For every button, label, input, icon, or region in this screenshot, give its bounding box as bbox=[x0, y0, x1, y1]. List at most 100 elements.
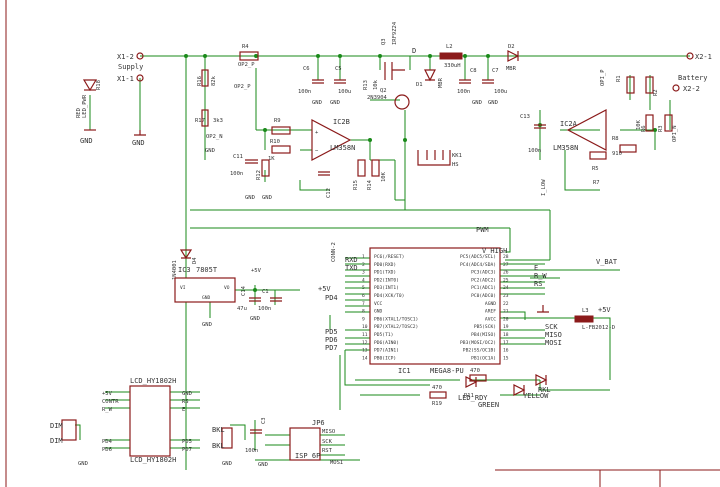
terminal-x2-2 bbox=[672, 84, 680, 92]
label-rkl: RKL bbox=[538, 386, 551, 394]
label-ic1-val: MEGA8-PU bbox=[430, 367, 464, 375]
input-divider: R16 82k R17 3k3 OP2_N GND bbox=[195, 69, 223, 154]
label-l3-val: L-FB2012-D bbox=[582, 325, 615, 331]
label-r13: R13 bbox=[363, 80, 369, 90]
gnd-c11: GND bbox=[245, 195, 255, 201]
label-ic1: IC1 bbox=[398, 367, 411, 375]
ic1-pin-name: PD5(T1) bbox=[374, 332, 393, 338]
status-leds: R19 470 LED_RDY GREEN 470 R11 YELLOW RKL bbox=[429, 368, 551, 409]
gnd-c7: GND bbox=[488, 100, 498, 106]
label-yellow: YELLOW bbox=[523, 392, 549, 400]
net-conn2: CONN-2 bbox=[331, 242, 337, 262]
net-pd6: PD6 bbox=[325, 336, 338, 344]
caps-c8-c7: C8 100n C7 100u GND GND bbox=[457, 68, 507, 106]
label-supply: Supply bbox=[118, 63, 143, 71]
gnd-x1: GND bbox=[132, 139, 145, 147]
label-r19: R19 bbox=[432, 401, 442, 407]
label-c1: C1 bbox=[262, 289, 269, 295]
label-lm358n-b: LM358N bbox=[553, 144, 578, 152]
isp-rst: RST bbox=[322, 448, 333, 454]
label-jp6: JP6 bbox=[312, 419, 325, 427]
label-r9: R9 bbox=[274, 118, 281, 124]
ic1-pin-name: VCC bbox=[374, 301, 383, 307]
ic1-pin-number: 8 bbox=[362, 309, 365, 315]
label-led-pwr: LED_PWR bbox=[82, 94, 88, 118]
potentiometer-r4: R4 OP2_P OP2_P bbox=[234, 44, 259, 90]
ic1-pin-number: 17 bbox=[503, 340, 509, 346]
ic1-pin-name: PD7(AIN1) bbox=[374, 348, 399, 354]
label-r10: R10 bbox=[270, 139, 280, 145]
terminal-x1-2 bbox=[136, 52, 144, 60]
lcd-pin-rs: RS bbox=[182, 399, 189, 405]
regulator-ic3: IC3 7805T VI VO GND GND bbox=[174, 266, 236, 328]
ic1-pin-number: 2 bbox=[362, 262, 365, 268]
label-r15: R15 bbox=[353, 180, 359, 190]
label-dim-1: DIM bbox=[50, 422, 63, 430]
label-x1-2: X1-2 bbox=[117, 53, 134, 61]
drawing-frame bbox=[5, 0, 720, 487]
gnd-r12: GND bbox=[262, 195, 272, 201]
label-r5: R5 bbox=[592, 166, 599, 172]
isp-header: JP6 ISP_6P MISO SCK RST MOSI C3 100n GND bbox=[245, 417, 343, 468]
label-c12: C12 bbox=[326, 188, 332, 198]
transistor-q2: Q2 2N3904 bbox=[367, 88, 410, 110]
label-opi-n: OPI_N bbox=[672, 125, 678, 142]
label-kk1: KK1 bbox=[452, 153, 462, 159]
opamp-ic2a: IC2A LM358N R5 R7 R8 910 bbox=[553, 109, 637, 186]
lcd-body bbox=[129, 385, 171, 457]
ic1-pin-name: PB2(SS/OC1B) bbox=[463, 348, 496, 354]
bkl-jumper: BKL BKL GND bbox=[212, 426, 233, 467]
label-battery: Battery bbox=[678, 74, 708, 82]
ic1-body bbox=[369, 247, 501, 365]
ic1-pin-name: PB4(MISO) bbox=[471, 332, 496, 338]
label-op2-n: OP2_N bbox=[206, 134, 223, 140]
ic1-pin-name: PC6(/RESET) bbox=[374, 254, 404, 260]
mosfet-q3: Q3 IRF9Z24 R13 10k D bbox=[363, 21, 416, 90]
gnd-bkl: GND bbox=[222, 461, 232, 467]
label-ic2b: IC2B bbox=[333, 118, 350, 126]
label-c1-val: 100n bbox=[258, 306, 271, 312]
ic1-pin-number: 14 bbox=[362, 355, 368, 361]
label-r16: R16 bbox=[197, 76, 203, 86]
connector-x1: X1-2 X1-1 Supply GND bbox=[117, 52, 146, 147]
label-q3: Q3 bbox=[381, 38, 387, 45]
lcd-pin-gnd: GND bbox=[182, 391, 192, 397]
opamp-ic2b: + − IC2B LM358N bbox=[311, 118, 355, 161]
ic1-pin-number: 22 bbox=[503, 301, 509, 307]
label-r13-val: 10k bbox=[373, 79, 379, 90]
ic1-pin-name: PD2(INT0) bbox=[374, 277, 399, 283]
label-r3: R3 bbox=[658, 125, 664, 132]
label-r14-val: 10K bbox=[381, 171, 387, 182]
ic1-pin-number: 15 bbox=[503, 355, 509, 361]
pin-vo: VO bbox=[224, 285, 230, 291]
feedback-network: C12 R15 R14 10K bbox=[318, 159, 387, 198]
ic1-pin-number: 16 bbox=[503, 348, 509, 354]
label-q2-val: 2N3904 bbox=[367, 95, 388, 101]
lcd-pin-pd7: PD7 bbox=[182, 447, 192, 453]
ic1-pin-name: PC4(ADC4/SDA) bbox=[460, 262, 496, 268]
label-hs: HS bbox=[452, 162, 459, 168]
ic1-pin-number: 4 bbox=[362, 277, 365, 283]
label-green: GREEN bbox=[478, 401, 499, 409]
label-ic3-val: 7805T bbox=[196, 266, 218, 274]
ic1-pin-number: 12 bbox=[362, 340, 368, 346]
diode-d4: 1N4001 D4 bbox=[172, 249, 198, 280]
ic1-pin-name: PB3(MOSI/OC2) bbox=[460, 340, 496, 346]
label-d4-val: 1N4001 bbox=[172, 260, 178, 280]
net-rxd: RXD bbox=[345, 256, 358, 264]
ic1-pin-number: 20 bbox=[503, 316, 509, 322]
label-r10-val: 1K bbox=[268, 156, 275, 162]
label-r11-val: 470 bbox=[470, 368, 480, 374]
label-isp: ISP_6P bbox=[295, 452, 320, 460]
gnd-isp: GND bbox=[258, 462, 268, 468]
label-c13: C13 bbox=[520, 114, 530, 120]
label-lcd-bottom: LCD_HY1802H bbox=[130, 456, 176, 464]
power-led: RED LED_PWR R18 GND bbox=[76, 79, 102, 145]
gnd-op2: GND bbox=[205, 148, 215, 154]
label-c7-val: 100u bbox=[494, 89, 507, 95]
label-c6: C6 bbox=[303, 66, 310, 72]
label-c5: C5 bbox=[335, 66, 342, 72]
lcd-pin-e: E bbox=[182, 407, 185, 413]
ic1-pin-number: 24 bbox=[503, 285, 509, 291]
